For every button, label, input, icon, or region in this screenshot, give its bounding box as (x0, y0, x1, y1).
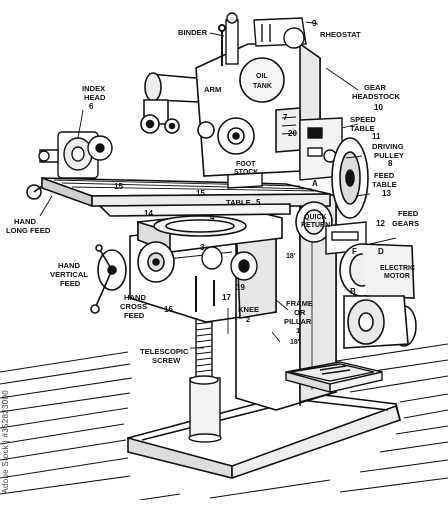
label-speed-table: TABLE (350, 124, 375, 133)
label-hand-long-2: LONG FEED (6, 226, 51, 235)
label-binder: BINDER (178, 28, 208, 37)
label-hand-vert-2: VERTICAL (50, 270, 88, 279)
stock-id-strip: Adobe Stock | #352823000 (0, 0, 12, 500)
label-8: 8 (388, 159, 393, 168)
leader-lines (39, 21, 371, 349)
label-7: 7 (283, 113, 288, 122)
label-knee-2: 2 (246, 315, 250, 324)
label-feed-gears-2: GEARS (392, 219, 419, 228)
label-16: 16 (164, 305, 173, 314)
label-frame: FRAME (286, 299, 313, 308)
label-14: 14 (144, 209, 153, 218)
work-table (41, 176, 331, 217)
label-tank: TANK (253, 83, 272, 90)
label-20: 20 (288, 129, 297, 138)
label-f: F (352, 247, 357, 256)
index-head (38, 131, 113, 179)
label-13: 13 (382, 189, 391, 198)
label-pulley: PULLEY (374, 151, 404, 160)
label-motor: MOTOR (384, 273, 410, 280)
quick-return-wheel (295, 201, 333, 243)
label-or: OR (294, 308, 306, 317)
label-17: 17 (222, 293, 231, 302)
label-3: 3 (200, 243, 205, 252)
label-9: 9 (312, 19, 317, 28)
label-feed-table-2: TABLE (372, 180, 397, 189)
label-quick: QUICK (304, 214, 327, 221)
electric-motor (339, 237, 417, 349)
label-stock: STOCK (234, 169, 258, 176)
label-18b: 18' (290, 339, 300, 346)
knee-controls (195, 246, 258, 312)
driving-pulley (331, 137, 369, 219)
label-screw: SCREW (152, 356, 181, 365)
label-hand-vert-3: FEED (60, 279, 81, 288)
label-telescopic: TELESCOPIC (140, 347, 189, 356)
speed-table-panel (299, 117, 343, 181)
label-hand-vert-1: HAND (58, 261, 80, 270)
label-a: A (312, 179, 318, 188)
label-head: HEAD (84, 93, 106, 102)
label-hand-cross-2: CROSS (120, 302, 147, 311)
label-19: 19 (236, 283, 245, 292)
label-index: INDEX (82, 84, 105, 93)
label-hand-cross-3: FEED (124, 311, 145, 320)
label-18a: 18' (286, 253, 296, 260)
rheostat (225, 12, 307, 65)
label-hand-cross-1: HAND (124, 293, 146, 302)
label-12: 12 (376, 219, 385, 228)
machine-base (127, 391, 401, 480)
label-driving: DRIVING (372, 142, 404, 151)
label-speed: SPEED (350, 115, 376, 124)
telescopic-screw (188, 317, 222, 443)
stock-id-text: Adobe Stock | #352823000 (1, 390, 10, 494)
label-foot: FOOT (236, 161, 256, 168)
label-pillar: PILLAR (284, 317, 312, 326)
label-oil: OIL (256, 73, 268, 80)
saddle (137, 209, 283, 254)
label-4: 4 (210, 213, 215, 222)
label-return: RETURN (301, 222, 330, 229)
label-feed-table-1: FEED (374, 171, 395, 180)
hand-long-feed-crank (26, 184, 43, 200)
label-10: 10 (374, 103, 383, 112)
hand-cross-feed-wheel (137, 241, 175, 283)
label-arm: ARM (204, 85, 221, 94)
label-rheostat: RHEOSTAT (320, 30, 361, 39)
label-11: 11 (372, 132, 381, 141)
label-b: B (350, 287, 356, 296)
label-15b: 15 (196, 189, 205, 198)
labels: BINDER 9 RHEOSTAT ARM OIL TANK GEAR HEAD… (6, 19, 419, 365)
label-d: D (378, 247, 384, 256)
oil-tray (285, 361, 383, 393)
label-15a: 15 (114, 182, 123, 191)
label-feed-gears-1: FEED (398, 209, 419, 218)
label-gear: GEAR (364, 83, 386, 92)
label-hand-long-1: HAND (14, 217, 36, 226)
label-5: 5 (256, 198, 261, 207)
hand-vertical-feed-wheel (90, 244, 127, 314)
label-frame-1: 1 (296, 326, 301, 335)
label-6: 6 (89, 102, 94, 111)
label-knee: KNEE (238, 305, 259, 314)
label-headstock: HEADSTOCK (352, 92, 400, 101)
label-table: TABLE (226, 198, 251, 207)
label-electric: ELECTRIC (380, 265, 415, 272)
